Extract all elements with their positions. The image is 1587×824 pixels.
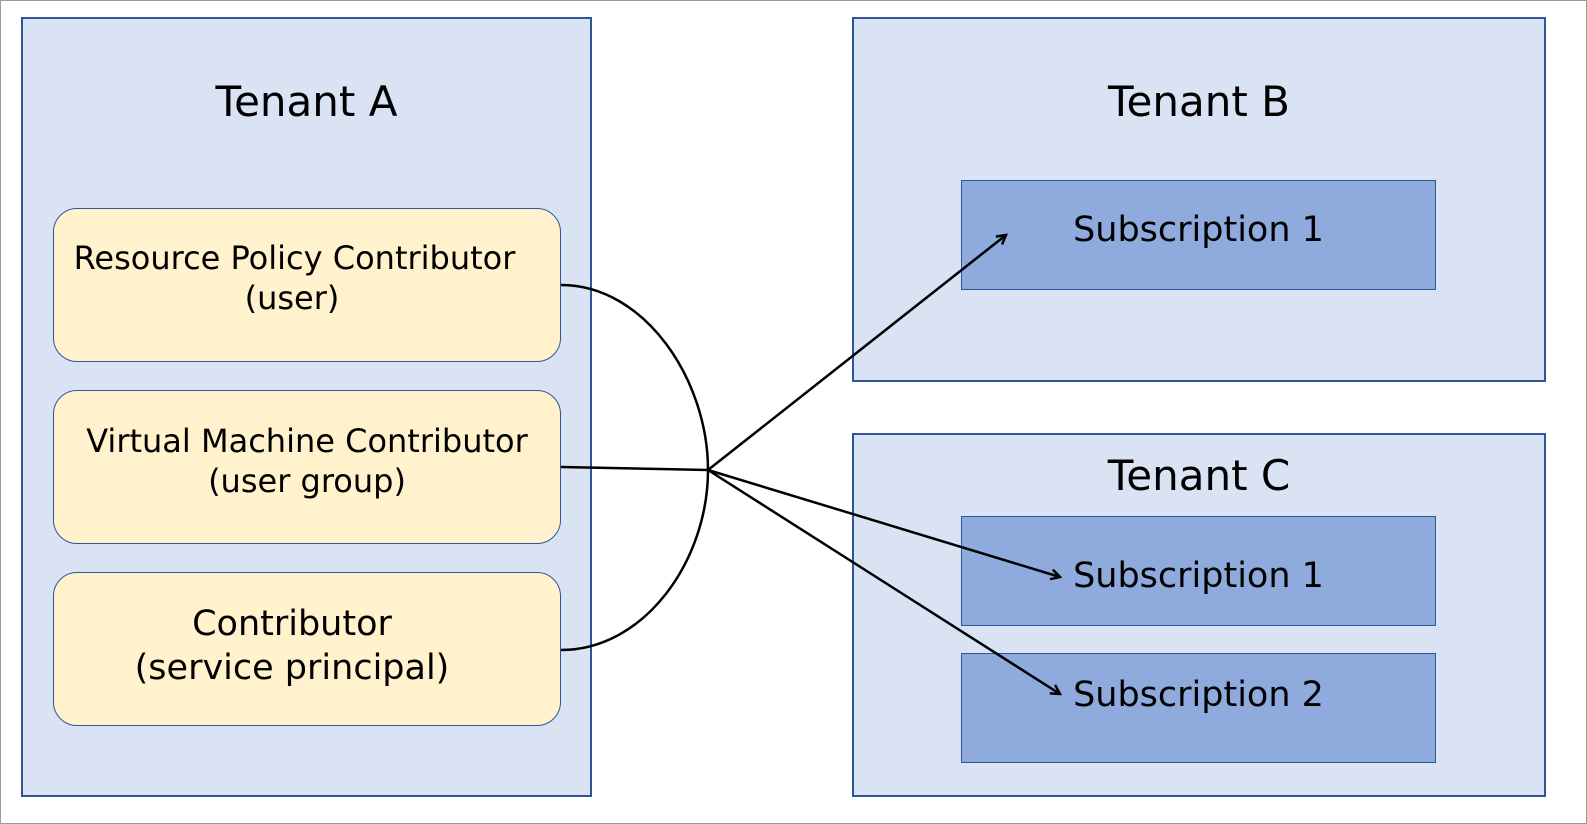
role-name: Resource Policy Contributor	[73, 239, 516, 277]
role-virtual-machine-contributor: Virtual Machine Contributor (user group)	[53, 390, 561, 544]
tenant-a-title: Tenant A	[215, 77, 398, 126]
role-principal: (user group)	[208, 462, 406, 500]
tenant-c-subscription-2: Subscription 2	[961, 653, 1436, 763]
tenant-b-title: Tenant B	[1108, 77, 1290, 126]
arrow-to-tenant-c-subscription-2	[707, 468, 1060, 694]
link-role-vm-contributor	[560, 465, 709, 472]
role-name: Contributor	[192, 604, 392, 645]
arrow-to-tenant-c-subscription-1	[707, 468, 1060, 577]
arrow-to-tenant-b-subscription-1	[707, 235, 1006, 471]
role-contributor: Contributor (service principal)	[53, 572, 561, 726]
tenant-b-subscription-1: Subscription 1	[961, 180, 1436, 290]
tenant-c-subscription-1: Subscription 1	[961, 516, 1436, 626]
role-principal: (service principal)	[134, 648, 450, 688]
role-principal: (user)	[244, 279, 340, 317]
role-name: Virtual Machine Contributor	[86, 422, 528, 460]
tenant-c-title: Tenant C	[1107, 451, 1291, 500]
role-resource-policy-contributor: Resource Policy Contributor (user)	[53, 208, 561, 362]
